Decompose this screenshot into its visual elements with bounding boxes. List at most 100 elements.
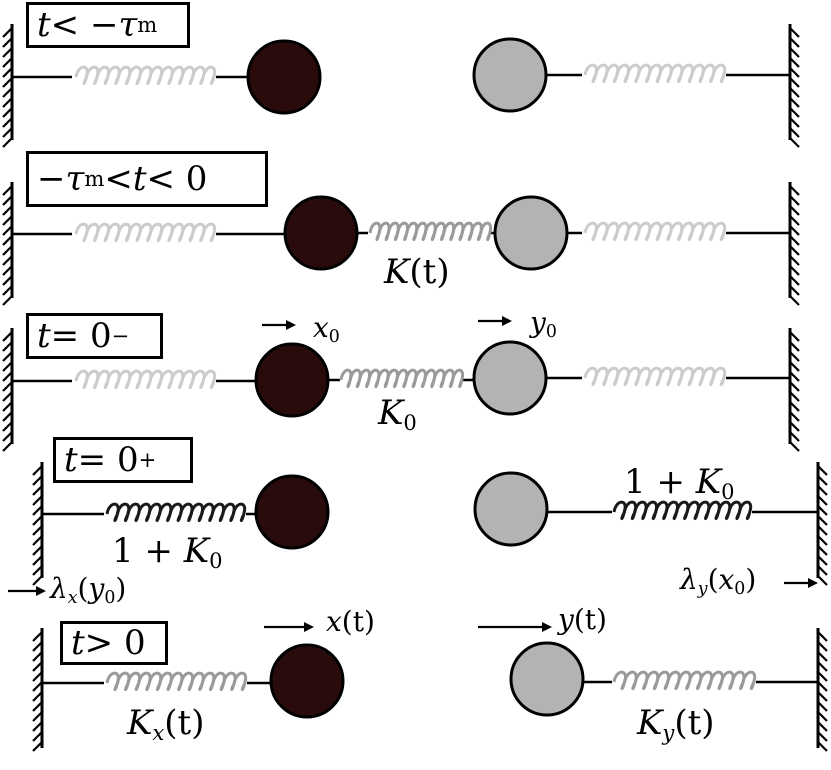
panel5-left-wall-hatch <box>32 671 43 682</box>
panel5-y-arrow-head <box>542 622 552 632</box>
panel5-right-wall-hatch <box>817 641 828 652</box>
panel4-left-wall-hatch <box>32 575 43 586</box>
panel2-right-wall-hatch <box>789 285 800 296</box>
panel4-left-wall-hatch <box>32 565 43 576</box>
panel4-left-wall-hatch <box>32 505 43 516</box>
panel4-left-force-arrow-head <box>36 586 46 596</box>
panel5-right-wall-hatch <box>817 721 828 732</box>
panel3-right-wall-hatch <box>789 421 800 432</box>
panel4-right-wall-hatch <box>817 535 828 546</box>
panel5-left-wall-hatch <box>32 741 43 752</box>
panel5-left-wall-hatch <box>32 731 43 742</box>
masses-layer <box>246 37 585 719</box>
panel5-right-wall-hatch <box>817 731 828 742</box>
panel4-right-spring-label: 1 + K0 <box>624 462 735 504</box>
panel4-left-wall-hatch <box>32 555 43 566</box>
panel3-right-wall-hatch <box>789 351 800 362</box>
panel4-right-wall-hatch <box>817 485 828 496</box>
panel2-left-wall-hatch <box>2 275 13 286</box>
panel2-right-wall-hatch <box>789 185 800 196</box>
panel5-left-wall-hatch <box>32 631 43 642</box>
panel5-right-wall-hatch <box>817 631 828 642</box>
panel5-left-wall-hatch <box>32 691 43 702</box>
panel4-right-wall-hatch <box>817 515 828 526</box>
springs-layer <box>74 63 757 692</box>
panel1-left-wall-hatch <box>2 67 13 78</box>
panel3-condition-label: t = 0− <box>26 313 163 359</box>
panel5-right-wall-hatch <box>817 711 828 722</box>
panel5-mass-y <box>509 641 585 717</box>
panel2-right-wall-hatch <box>789 255 800 266</box>
panel4-left-wall-hatch <box>32 485 43 496</box>
panel4-right-wall-hatch <box>817 545 828 556</box>
panel4-right-wall-hatch <box>817 575 828 586</box>
panel2-left-wall-hatch <box>2 225 13 236</box>
panel4-left-wall-hatch <box>32 535 43 546</box>
panel2-coupling-spring <box>368 221 493 242</box>
arrows-layer <box>8 316 818 632</box>
panel1-right-wall-hatch <box>789 137 800 148</box>
panel4-left-wall-hatch <box>32 515 43 526</box>
panel4-right-wall-hatch <box>817 495 828 506</box>
panel1-left-wall-hatch <box>2 137 13 148</box>
panel3-right-wall-hatch <box>789 391 800 402</box>
panel1-left-wall-hatch <box>2 77 13 88</box>
panel1-left-wall-hatch <box>2 97 13 108</box>
panel3-y0-label: y0 <box>530 306 557 342</box>
panel5-left-spring-label: Kx(t) <box>127 703 205 745</box>
panel2-coupling-spring-label: K(t) <box>384 252 450 292</box>
panel5-right-wall-hatch <box>817 661 828 672</box>
panel3-y-arrow-head <box>502 316 512 326</box>
panel3-mass-x <box>254 342 330 418</box>
panel2-right-wall-hatch <box>789 295 800 306</box>
panel2-right-wall-hatch <box>789 265 800 276</box>
panel5-right-wall-hatch <box>817 691 828 702</box>
panel4-right-wall-hatch <box>817 475 828 486</box>
panel5-right-wall-hatch <box>817 741 828 752</box>
panel5-x-label: x(t) <box>326 605 375 638</box>
panel1-left-wall-hatch <box>2 27 13 38</box>
panel5-left-wall-hatch <box>32 721 43 732</box>
panel4-right-force-arrow-head <box>808 578 818 588</box>
panel2-mass-y <box>493 195 569 271</box>
panel4-right-force-label: λy(x0) <box>680 563 757 599</box>
panel5-right-wall-hatch <box>817 701 828 712</box>
panel1-left-wall-hatch <box>2 37 13 48</box>
panel2-left-wall-hatch <box>2 235 13 246</box>
panel4-right-wall-hatch <box>817 525 828 536</box>
panel5-x-arrow-head <box>304 622 314 632</box>
panel5-right-wall-hatch <box>817 651 828 662</box>
panel4-left-wall-hatch <box>32 475 43 486</box>
panel5-right-wall-hatch <box>817 671 828 682</box>
panel4-right-wall-hatch <box>817 555 828 566</box>
panel2-left-wall-hatch <box>2 185 13 196</box>
panel1-right-wall-hatch <box>789 97 800 108</box>
panel3-left-spring <box>74 369 217 390</box>
panel1-right-wall-hatch <box>789 117 800 128</box>
panel1-right-wall-hatch <box>789 67 800 78</box>
panel2-left-spring <box>74 222 217 243</box>
panel2-left-wall-hatch <box>2 245 13 256</box>
panel2-right-wall-hatch <box>789 245 800 256</box>
panel1-right-wall-hatch <box>789 77 800 88</box>
panel4-left-wall-hatch <box>32 465 43 476</box>
panel3-left-wall-hatch <box>2 441 13 452</box>
panel3-right-wall-hatch <box>789 331 800 342</box>
panel2-right-wall-hatch <box>789 205 800 216</box>
panel4-left-wall-hatch <box>32 545 43 556</box>
panel1-right-wall-hatch <box>789 57 800 68</box>
panel3-left-wall-hatch <box>2 431 13 442</box>
panel3-left-wall-hatch <box>2 371 13 382</box>
panel3-left-wall-hatch <box>2 401 13 412</box>
panel3-coupling-spring <box>339 368 465 389</box>
panel4-right-wall-hatch <box>817 565 828 576</box>
panel4-left-force-label: λx(y0) <box>50 572 127 608</box>
panel1-right-wall-hatch <box>789 127 800 138</box>
panel3-left-wall-hatch <box>2 351 13 362</box>
panel1-left-spring <box>74 65 217 86</box>
panel1-right-wall-hatch <box>789 37 800 48</box>
panel3-right-wall-hatch <box>789 341 800 352</box>
panel3-left-wall-hatch <box>2 331 13 342</box>
